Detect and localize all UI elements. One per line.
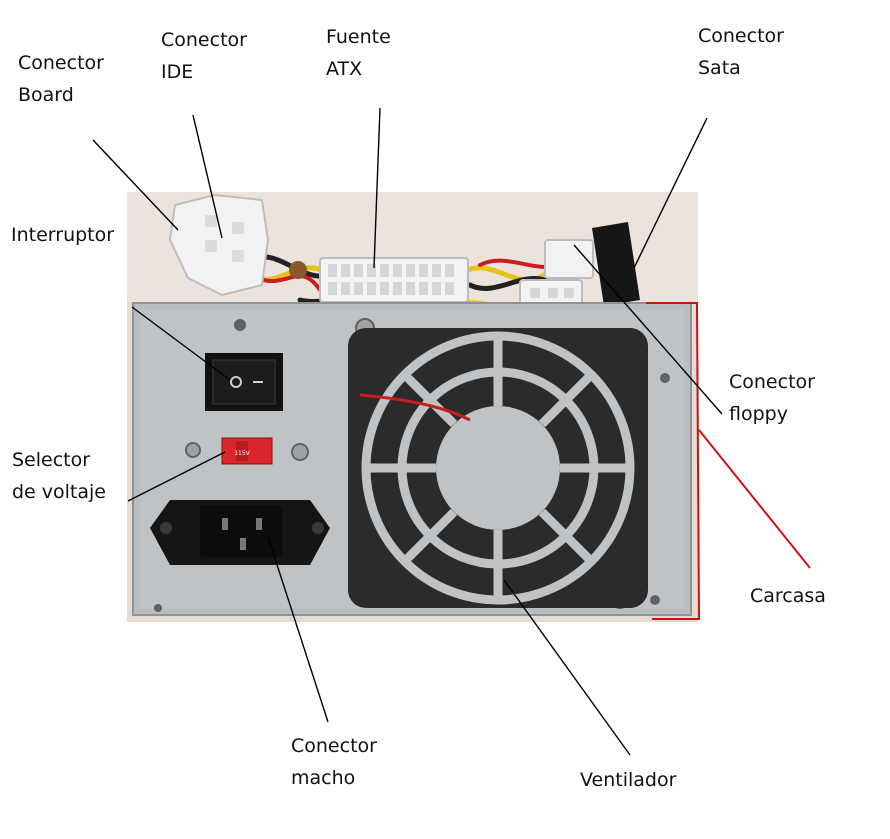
leader-line-interruptor xyxy=(131,306,231,381)
label-conector-ide: Conector IDE xyxy=(161,29,247,83)
leader-line-conector-macho xyxy=(267,536,329,723)
label-fuente-atx: Fuente ATX xyxy=(326,26,391,80)
leader-line-conector-board xyxy=(92,139,179,231)
board-connector xyxy=(168,193,270,297)
floppy-connector xyxy=(519,239,594,313)
label-conector-floppy: Conector floppy xyxy=(729,371,815,425)
iec-male-connector xyxy=(150,500,330,565)
leader-line-fuente-atx xyxy=(373,107,381,269)
leader-line-conector-sata xyxy=(633,117,708,269)
leader-lines xyxy=(92,107,723,756)
leader-line-selector-voltaje xyxy=(127,451,226,502)
leader-line-ventilador xyxy=(503,579,631,756)
label-selector-voltaje: Selector de voltaje xyxy=(12,449,106,503)
sata-connector xyxy=(592,222,640,306)
label-conector-sata: Conector Sata xyxy=(698,25,784,79)
voltage-selector-text: 115V xyxy=(234,450,250,457)
leader-line-conector-ide xyxy=(192,114,223,239)
fan-grille xyxy=(348,328,648,608)
carcasa-outline xyxy=(646,302,811,620)
label-conector-board: Conector Board xyxy=(18,52,104,106)
leader-line-conector-floppy xyxy=(573,244,723,415)
power-switch xyxy=(205,353,283,411)
atx-connector xyxy=(319,257,469,303)
voltage-selector xyxy=(185,437,309,465)
label-conector-macho: Conector macho xyxy=(291,735,377,789)
label-carcasa: Carcasa xyxy=(750,585,826,607)
label-ventilador: Ventilador xyxy=(580,769,677,791)
label-interruptor: Interruptor xyxy=(11,224,115,246)
